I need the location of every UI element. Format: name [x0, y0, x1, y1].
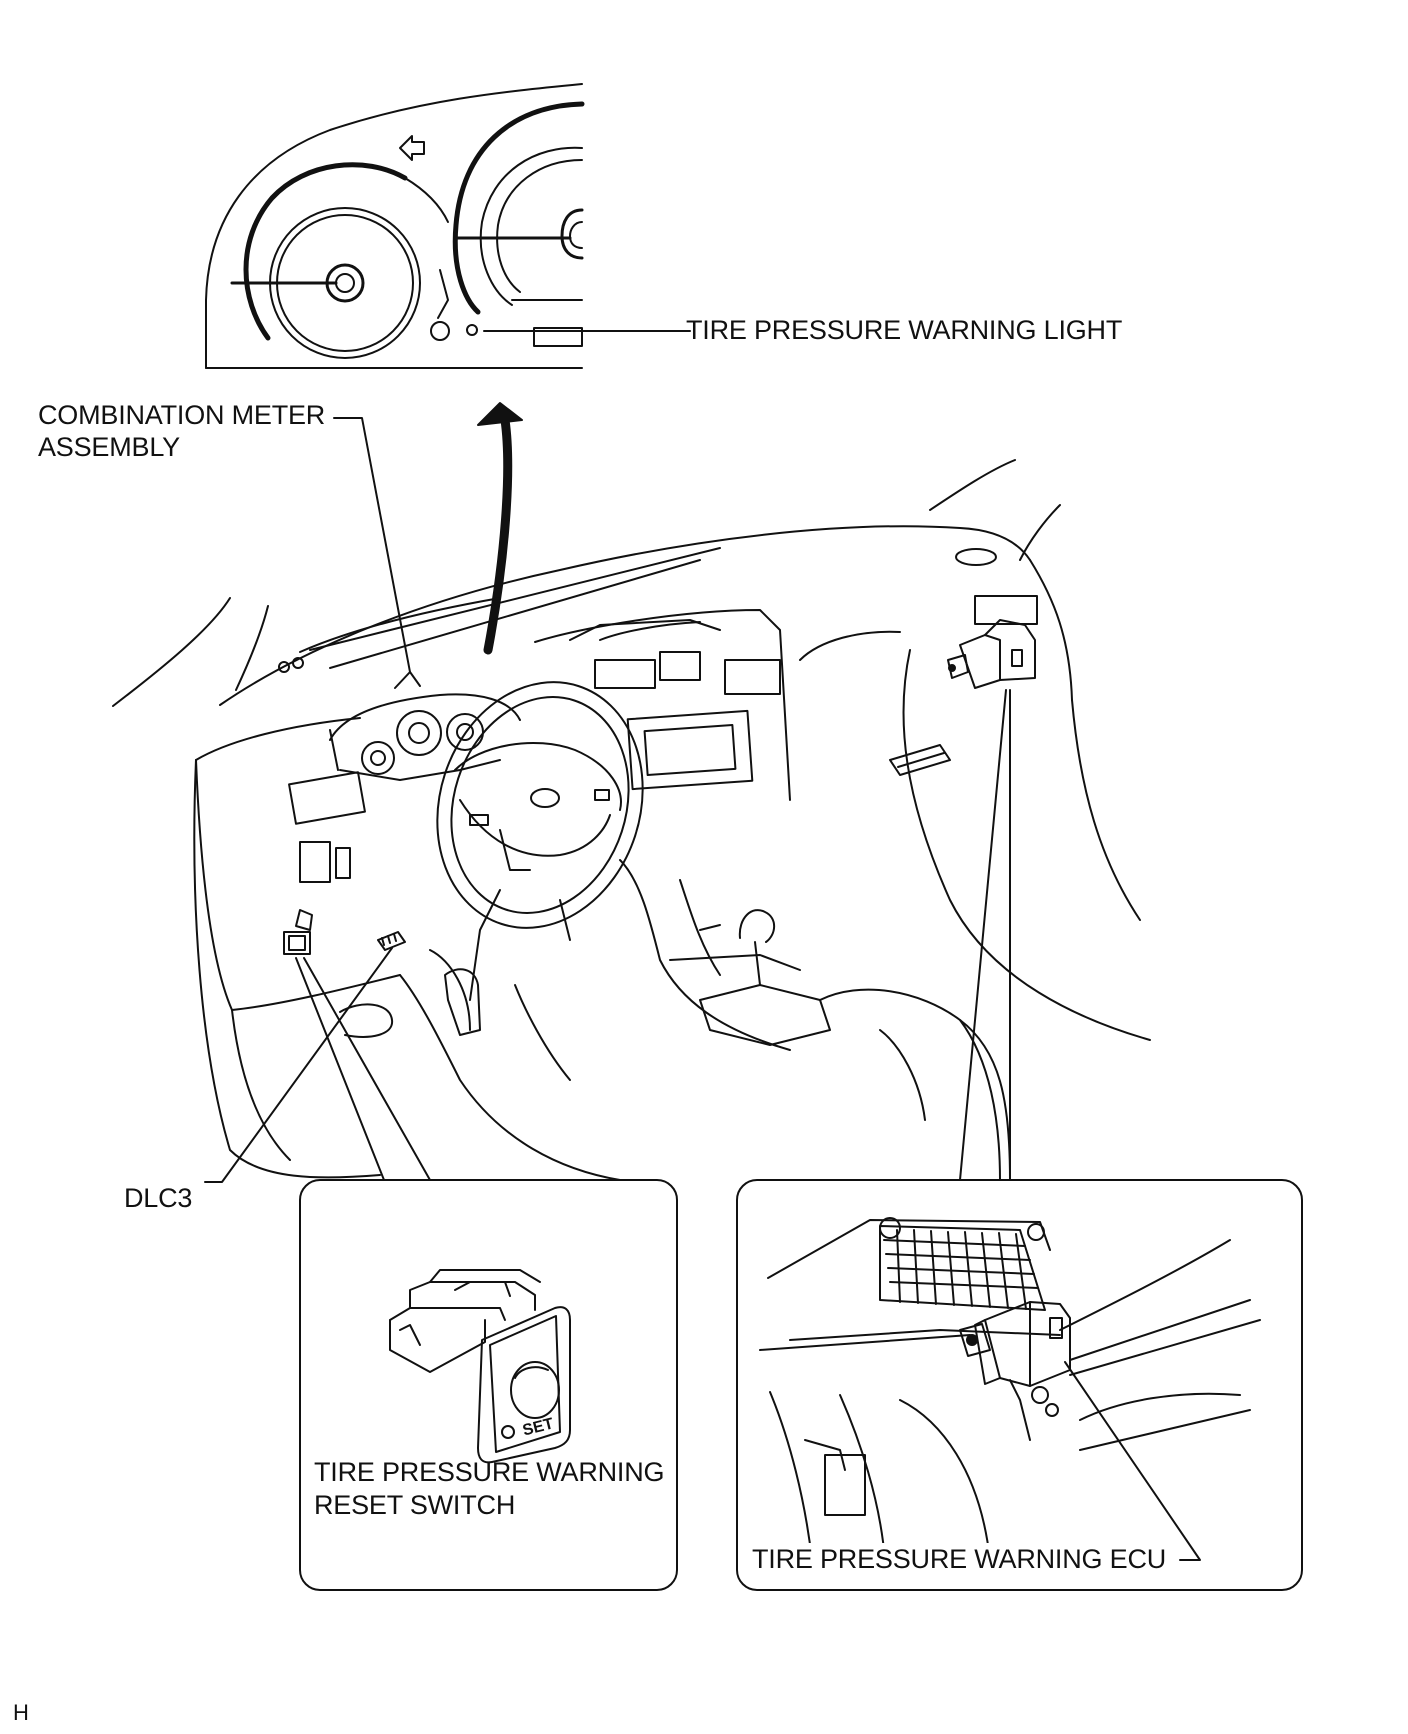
label-reset-switch-line1: TIRE PRESSURE WARNING [314, 1457, 665, 1487]
leader-ecu [1065, 1362, 1200, 1560]
label-tire-pressure-warning-ecu: TIRE PRESSURE WARNING ECU [750, 1543, 1169, 1576]
label-dlc3: DLC3 [124, 1183, 193, 1213]
label-tire-pressure-warning-light: TIRE PRESSURE WARNING LIGHT [686, 315, 1123, 345]
figure-code: H [13, 1700, 29, 1725]
ecu-inset [737, 1180, 1302, 1590]
dashboard-illustration [113, 460, 1150, 1180]
leader-combination-meter [334, 418, 410, 672]
combination-meter-inset [206, 84, 582, 368]
label-combination-meter-line2: ASSEMBLY [38, 432, 180, 462]
callout-arrow-up [478, 403, 522, 650]
label-reset-switch-line2: RESET SWITCH [314, 1490, 516, 1520]
reset-switch-inset: SET [300, 1180, 677, 1590]
label-combination-meter-line1: COMBINATION METER [38, 400, 326, 430]
leader-lines [205, 690, 1010, 1182]
